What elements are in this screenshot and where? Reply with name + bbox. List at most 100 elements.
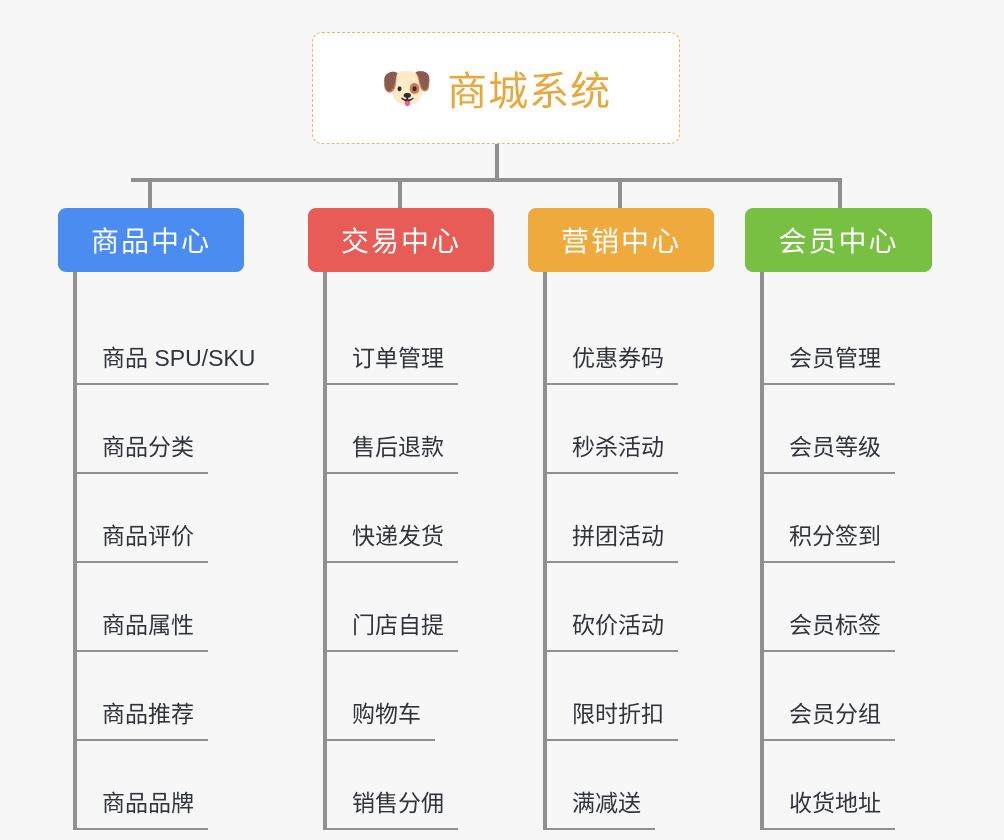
list-item-underline: 秒杀活动 xyxy=(543,434,678,474)
list-item-label: 拼团活动 xyxy=(572,523,664,550)
connector-drop-trade-center xyxy=(398,178,402,210)
list-item-label: 商品评价 xyxy=(102,523,194,550)
list-item[interactable]: 砍价活动 xyxy=(528,563,714,652)
list-item[interactable]: 销售分佣 xyxy=(308,741,494,830)
connector-horizontal-bus xyxy=(131,178,842,182)
list-item-underline: 满减送 xyxy=(543,790,655,830)
connector-drop-marketing-center xyxy=(618,178,622,210)
list-item-label: 商品 SPU/SKU xyxy=(102,345,256,372)
dog-face-icon: 🐶 xyxy=(380,64,434,111)
list-item-underline: 商品属性 xyxy=(73,612,208,652)
list-item-label: 限时折扣 xyxy=(572,701,664,728)
list-item-underline: 快递发货 xyxy=(323,523,458,563)
list-item[interactable]: 会员等级 xyxy=(745,385,932,474)
connector-spine xyxy=(543,272,547,830)
category-box-trade-center[interactable]: 交易中心 xyxy=(308,208,494,272)
list-item[interactable]: 秒杀活动 xyxy=(528,385,714,474)
list-item[interactable]: 限时折扣 xyxy=(528,652,714,741)
category-label: 商品中心 xyxy=(90,226,211,257)
list-item-underline: 会员分组 xyxy=(760,701,895,741)
list-item-underline: 优惠券码 xyxy=(543,345,678,385)
list-item-underline: 砍价活动 xyxy=(543,612,678,652)
list-item[interactable]: 会员管理 xyxy=(745,296,932,385)
connector-drop-product-center xyxy=(148,178,152,210)
list-item-label: 会员管理 xyxy=(789,345,881,372)
root-title: 商城系统 xyxy=(447,70,612,114)
list-item-label: 会员标签 xyxy=(789,612,881,639)
list-item-label: 积分签到 xyxy=(789,523,881,550)
list-item-label: 快递发货 xyxy=(352,523,444,550)
connector-spine xyxy=(760,272,764,830)
category-label: 交易中心 xyxy=(340,226,461,257)
list-item-underline: 销售分佣 xyxy=(323,790,458,830)
list-item[interactable]: 商品 SPU/SKU xyxy=(58,296,270,385)
list-item-underline: 商品分类 xyxy=(73,434,208,474)
item-list-member-center: 会员管理 会员等级 积分签到 会员标签 会员分组 xyxy=(745,272,932,830)
connector-spine xyxy=(73,272,77,830)
list-item[interactable]: 商品评价 xyxy=(58,474,244,563)
list-item-underline: 商品 SPU/SKU xyxy=(73,345,270,385)
list-item[interactable]: 商品推荐 xyxy=(58,652,244,741)
list-item-label: 优惠券码 xyxy=(572,345,664,372)
list-item[interactable]: 积分签到 xyxy=(745,474,932,563)
list-item[interactable]: 门店自提 xyxy=(308,563,494,652)
category-box-product-center[interactable]: 商品中心 xyxy=(58,208,244,272)
list-item[interactable]: 商品品牌 xyxy=(58,741,244,830)
category-label: 营销中心 xyxy=(560,226,681,257)
category-box-marketing-center[interactable]: 营销中心 xyxy=(528,208,714,272)
list-item-label: 售后退款 xyxy=(352,434,444,461)
connector-spine xyxy=(323,272,327,830)
connector-drop-member-center xyxy=(838,178,842,210)
column-product-center: 商品中心 商品 SPU/SKU 商品分类 商品评价 商品属性 xyxy=(58,208,270,830)
list-item-underline: 限时折扣 xyxy=(543,701,678,741)
column-member-center: 会员中心 会员管理 会员等级 积分签到 会员标签 xyxy=(745,208,932,830)
list-item-underline: 商品品牌 xyxy=(73,790,208,830)
list-item-label: 商品品牌 xyxy=(102,790,194,817)
list-item-underline: 商品评价 xyxy=(73,523,208,563)
list-item-label: 砍价活动 xyxy=(572,612,664,639)
list-item-label: 收货地址 xyxy=(789,790,881,817)
connector-root-stem xyxy=(495,144,499,180)
list-item-underline: 收货地址 xyxy=(760,790,895,830)
list-item-underline: 售后退款 xyxy=(323,434,458,474)
list-item[interactable]: 商品属性 xyxy=(58,563,244,652)
list-item[interactable]: 售后退款 xyxy=(308,385,494,474)
list-item[interactable]: 优惠券码 xyxy=(528,296,714,385)
list-item-underline: 商品推荐 xyxy=(73,701,208,741)
category-box-member-center[interactable]: 会员中心 xyxy=(745,208,932,272)
list-item-label: 会员等级 xyxy=(789,434,881,461)
column-trade-center: 交易中心 订单管理 售后退款 快递发货 门店自提 xyxy=(308,208,494,830)
column-marketing-center: 营销中心 优惠券码 秒杀活动 拼团活动 砍价活动 xyxy=(528,208,714,830)
list-item-label: 商品推荐 xyxy=(102,701,194,728)
list-item-label: 购物车 xyxy=(352,701,421,728)
list-item-underline: 购物车 xyxy=(323,701,435,741)
list-item-label: 秒杀活动 xyxy=(572,434,664,461)
list-item-label: 会员分组 xyxy=(789,701,881,728)
list-item-label: 销售分佣 xyxy=(352,790,444,817)
list-item-underline: 会员管理 xyxy=(760,345,895,385)
category-label: 会员中心 xyxy=(778,226,899,257)
list-item[interactable]: 商品分类 xyxy=(58,385,244,474)
list-item-label: 商品分类 xyxy=(102,434,194,461)
list-item-label: 满减送 xyxy=(572,790,641,817)
item-list-product-center: 商品 SPU/SKU 商品分类 商品评价 商品属性 商品推荐 xyxy=(58,272,270,830)
list-item-label: 门店自提 xyxy=(352,612,444,639)
list-item-underline: 拼团活动 xyxy=(543,523,678,563)
item-list-trade-center: 订单管理 售后退款 快递发货 门店自提 购物车 xyxy=(308,272,494,830)
list-item[interactable]: 购物车 xyxy=(308,652,494,741)
list-item-label: 商品属性 xyxy=(102,612,194,639)
list-item-underline: 会员标签 xyxy=(760,612,895,652)
list-item[interactable]: 快递发货 xyxy=(308,474,494,563)
list-item[interactable]: 订单管理 xyxy=(308,296,494,385)
list-item[interactable]: 会员标签 xyxy=(745,563,932,652)
list-item-underline: 门店自提 xyxy=(323,612,458,652)
root-node[interactable]: 🐶 商城系统 xyxy=(312,32,680,144)
list-item-underline: 会员等级 xyxy=(760,434,895,474)
list-item-label: 订单管理 xyxy=(352,345,444,372)
list-item[interactable]: 满减送 xyxy=(528,741,714,830)
list-item-underline: 积分签到 xyxy=(760,523,895,563)
list-item[interactable]: 会员分组 xyxy=(745,652,932,741)
list-item[interactable]: 收货地址 xyxy=(745,741,932,830)
list-item[interactable]: 拼团活动 xyxy=(528,474,714,563)
